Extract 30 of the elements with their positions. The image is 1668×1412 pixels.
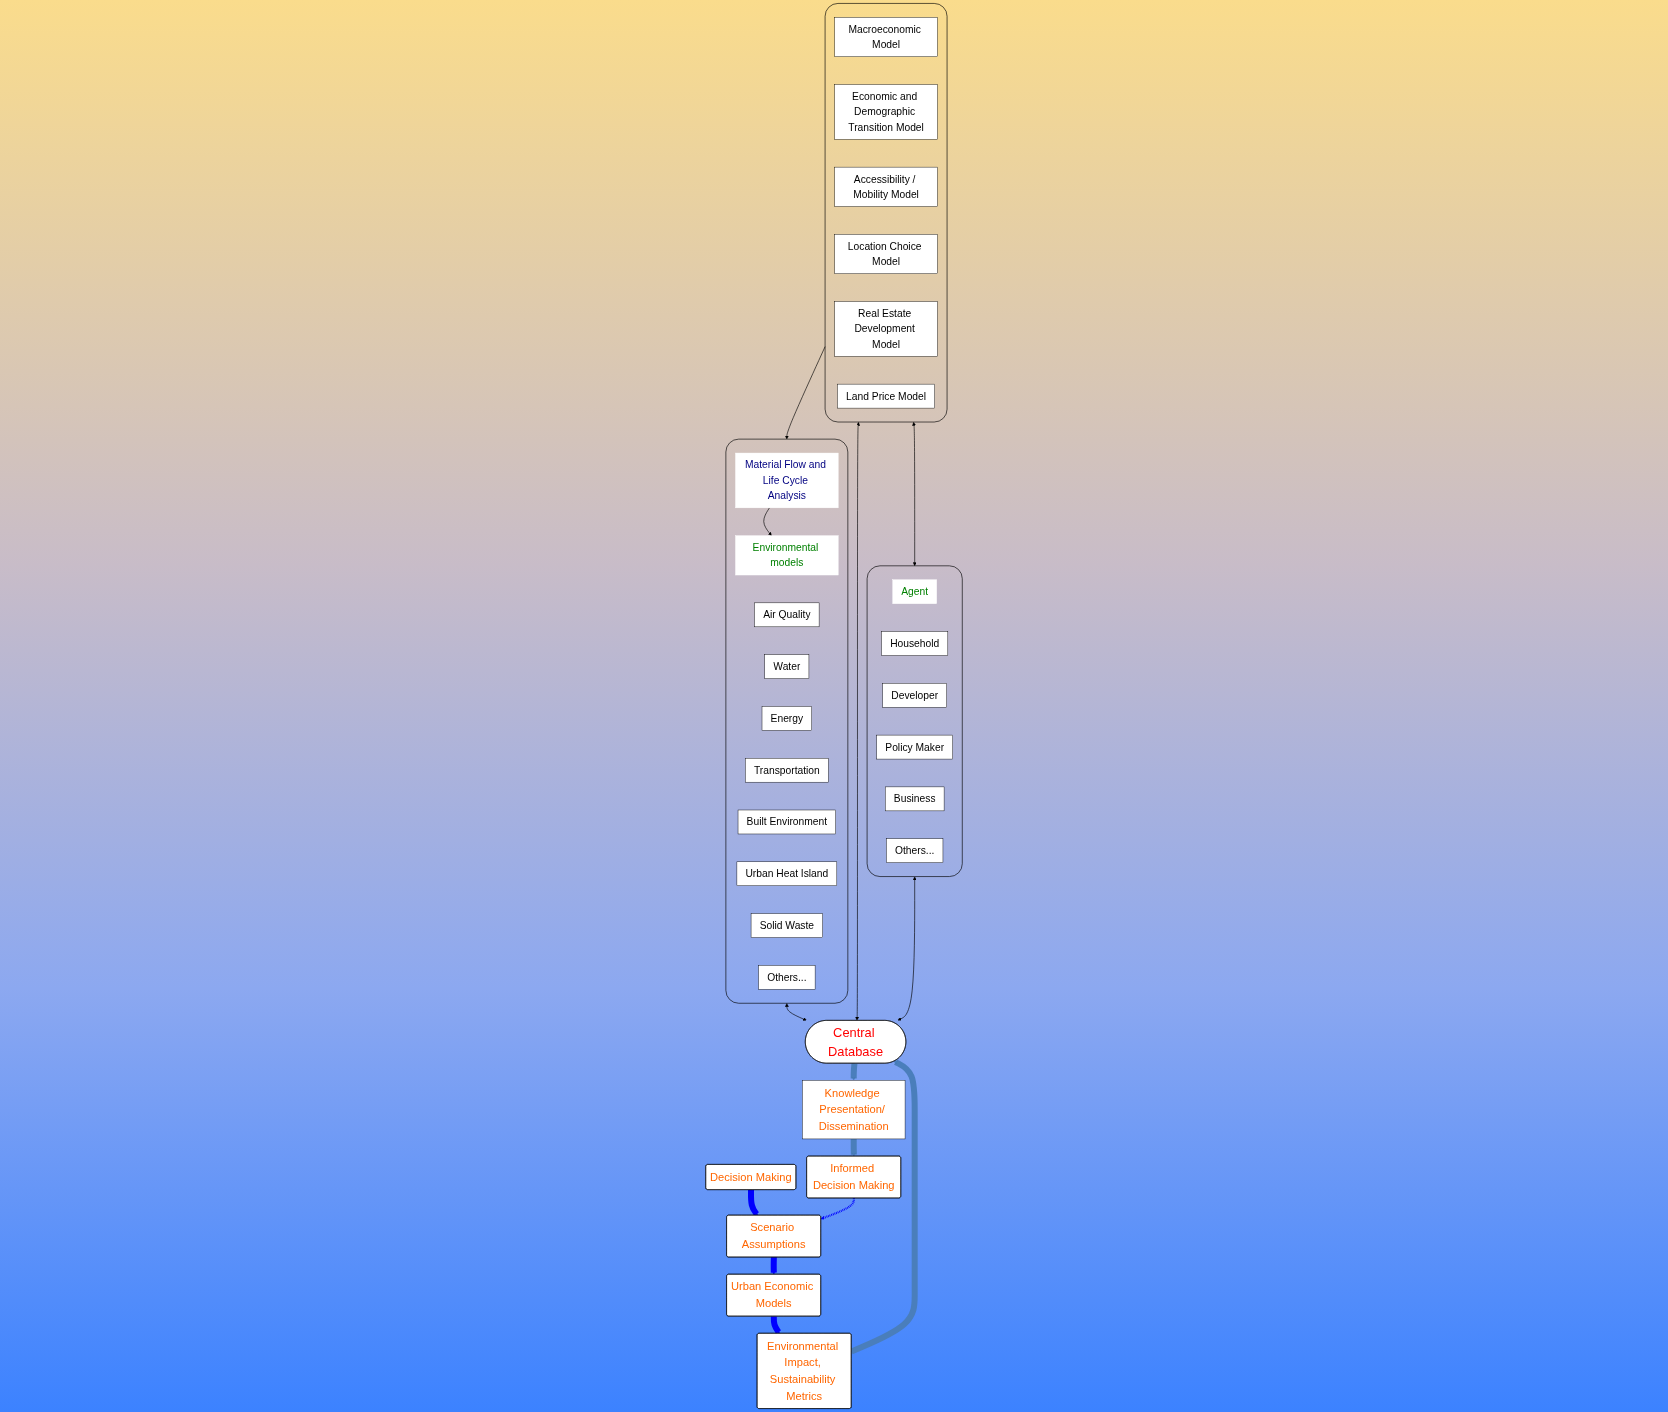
node-box: Location Choice Model — [834, 234, 938, 274]
arrow — [850, 1137, 857, 1157]
cluster — [866, 565, 963, 877]
arrow — [748, 1189, 759, 1216]
node-box: Transportation — [745, 758, 829, 783]
node-box: Policy Maker — [876, 734, 953, 760]
node-box: Accessibility / Mobility Model — [834, 166, 938, 207]
node-box: Land Price Model — [837, 383, 935, 409]
node-box: Energy — [761, 706, 812, 731]
node-box: Household — [881, 631, 949, 656]
node-box: Others... — [886, 838, 944, 863]
node-box: Developer — [882, 683, 947, 708]
node-box: Business — [885, 786, 945, 812]
node-box: Air Quality — [754, 602, 820, 628]
node-box: Real Estate Development Model — [834, 301, 938, 357]
node-box: Material Flow and Life Cycle Analysis — [735, 452, 839, 509]
cluster — [824, 3, 948, 423]
node-box: Agent — [892, 579, 937, 604]
cluster — [725, 438, 849, 1004]
arrow — [820, 1198, 855, 1220]
node-box: Environmental models — [735, 535, 839, 576]
node-box: Knowledge Presentation/ Dissemination — [802, 1080, 906, 1140]
node-box: Urban Heat Island — [736, 861, 838, 886]
node-box: Water — [764, 654, 810, 679]
node-box: Solid Waste — [750, 913, 823, 938]
node-box: Economic and Demographic Transition Model — [834, 84, 938, 140]
arrow — [850, 1059, 918, 1355]
node-box: Others... — [758, 965, 816, 990]
node-box: Macroeconomic Model — [834, 17, 938, 57]
node-box: Built Environment — [737, 809, 836, 835]
